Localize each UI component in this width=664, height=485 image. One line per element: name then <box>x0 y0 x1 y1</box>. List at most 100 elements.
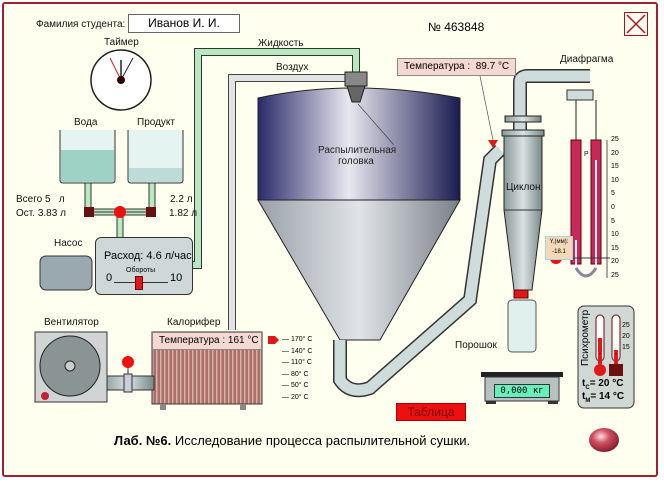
y-label: Y,(мм): <box>549 239 569 245</box>
start-button[interactable] <box>589 428 619 452</box>
dry-bulb-readout: tС= 20 °C <box>582 378 623 391</box>
manometer-scale-tick: 5 <box>611 190 615 198</box>
manometer-scale-tick: 15 <box>611 163 619 171</box>
y-value: -18.1 <box>552 249 566 255</box>
flow-unit: л/час <box>164 250 192 262</box>
fan-valve-handle[interactable] <box>122 356 134 368</box>
psychrometer-scale-tick: 15 <box>622 344 630 351</box>
pump-label: Насос <box>54 238 83 249</box>
timer-clock <box>90 49 152 111</box>
table-button[interactable]: Таблица <box>396 403 466 421</box>
y-readout: Y,(мм): -18.1 <box>545 236 573 260</box>
heater-temp-value: 161 <box>227 335 245 346</box>
outlet-temp-label: Температура : <box>404 61 471 72</box>
wet-sub: М <box>585 398 591 404</box>
wet-unit: °C <box>612 391 625 402</box>
cyclone <box>501 69 590 353</box>
lab-title-text: Исследование процесса распылительной суш… <box>171 433 471 448</box>
heater-temperature: Температура : 161 °C <box>152 332 262 350</box>
scale-reading: 0,000 кг <box>494 384 550 398</box>
pressure-label: P <box>584 151 589 158</box>
outlet-temperature: Температура : 89.7 °C <box>397 58 517 76</box>
manometer-scale-tick: 10 <box>611 231 619 239</box>
product-remain-value: 1.82 <box>169 208 189 219</box>
psychrometer <box>577 305 635 409</box>
flow-readout: Расход: 4.6 л/час <box>104 250 192 262</box>
heater-temp-unit: °C <box>247 335 259 346</box>
student-label: Фамилия студента: <box>36 19 126 30</box>
speed-max: 10 <box>170 272 183 284</box>
diaphragm-label: Диафрагма <box>560 54 614 65</box>
spray-head-line1: Распылительная <box>318 145 397 156</box>
product-total-value: 2.2 <box>170 194 184 205</box>
wet-bulb-readout: tМ= 14 °C <box>582 391 624 404</box>
product-tank-label: Продукт <box>137 117 175 128</box>
remain-label: Ост. <box>16 208 36 219</box>
heater-scale-tick: — 80° C <box>282 370 309 378</box>
student-name-field[interactable]: Иванов И. И. <box>128 14 240 33</box>
liquid-pipe <box>185 48 360 269</box>
air-pipe <box>228 74 350 330</box>
speed-label: Обороты <box>126 267 156 274</box>
heater-label: Калорифер <box>167 317 221 328</box>
cyclone-label: Циклон <box>506 182 541 193</box>
product-remaining: 1.82 л <box>169 208 197 219</box>
mix-selector[interactable] <box>114 206 126 218</box>
fan <box>34 331 108 403</box>
variant-number: № 463848 <box>428 20 485 34</box>
speed-min: 0 <box>106 272 113 284</box>
manometer-scale-tick: 15 <box>611 244 619 252</box>
air-duct <box>101 356 155 393</box>
tanks <box>59 130 184 184</box>
flow-label: Расход: <box>104 250 144 262</box>
psychrometer-label: Психрометр <box>580 309 591 366</box>
manometer-scale-tick: 0 <box>611 203 615 211</box>
psychrometer-scale-tick: 25 <box>622 322 630 329</box>
dry-value: = 20 <box>589 378 610 389</box>
lab-number: Лаб. №6. <box>114 433 172 448</box>
total-unit: л <box>58 194 65 205</box>
speed-slider-thumb[interactable] <box>135 276 144 290</box>
heater-temp-scale: — 170° C— 140° C— 110° C— 80° C— 50° C— … <box>282 334 312 404</box>
heater-scale-tick: — 20° C <box>282 393 309 401</box>
wet-value: = 14 <box>590 391 611 402</box>
flow-value: 4.6 <box>146 250 162 262</box>
timer-label: Таймер <box>104 37 139 48</box>
water-valve[interactable] <box>84 207 94 217</box>
outlet-temp-sensor <box>488 140 498 148</box>
remain-value: 3.83 <box>37 208 58 219</box>
dry-label: t <box>582 378 586 389</box>
pump-control-panel: Расход: 4.6 л/час Обороты 0 10 <box>95 237 193 295</box>
dry-unit: °C <box>612 378 624 389</box>
heater-scale-tick: — 50° C <box>282 382 309 390</box>
close-button[interactable] <box>624 12 648 36</box>
manometer-scale-tick: 25 <box>611 136 619 143</box>
lab-title: Лаб. №6. Исследование процесса распылите… <box>114 433 470 448</box>
spray-head-line2: головка <box>338 156 374 167</box>
dry-sub: С <box>585 385 590 391</box>
total-label: Всего <box>16 194 43 205</box>
manometer-scale-tick: 10 <box>611 176 619 184</box>
wet-label: t <box>582 391 586 402</box>
remain-unit: л <box>60 208 66 219</box>
heater-scale-tick: — 170° C <box>282 336 313 343</box>
psychrometer-scale-tick: 20 <box>622 333 630 340</box>
heater-temp-label: Температура : <box>159 335 226 346</box>
outlet-temp-unit: °C <box>497 61 510 72</box>
fan-label: Вентилятор <box>44 317 99 328</box>
liquid-pipe-label: Жидкость <box>258 38 304 49</box>
spray-dryer-vessel <box>257 87 505 398</box>
heater-scale-tick: — 110° C <box>282 359 312 367</box>
product-remain-unit: л <box>191 208 198 219</box>
close-icon <box>626 14 646 34</box>
pump-motor <box>39 255 93 291</box>
water-total: Всего 5 л <box>16 194 65 205</box>
product-valve[interactable] <box>146 207 156 217</box>
manometer-scale-tick: 25 <box>611 271 619 279</box>
manometer-scale-tick: 20 <box>611 258 619 266</box>
water-remaining: Ост. 3.83 л <box>16 208 66 219</box>
powder-label: Порошок <box>455 340 497 351</box>
